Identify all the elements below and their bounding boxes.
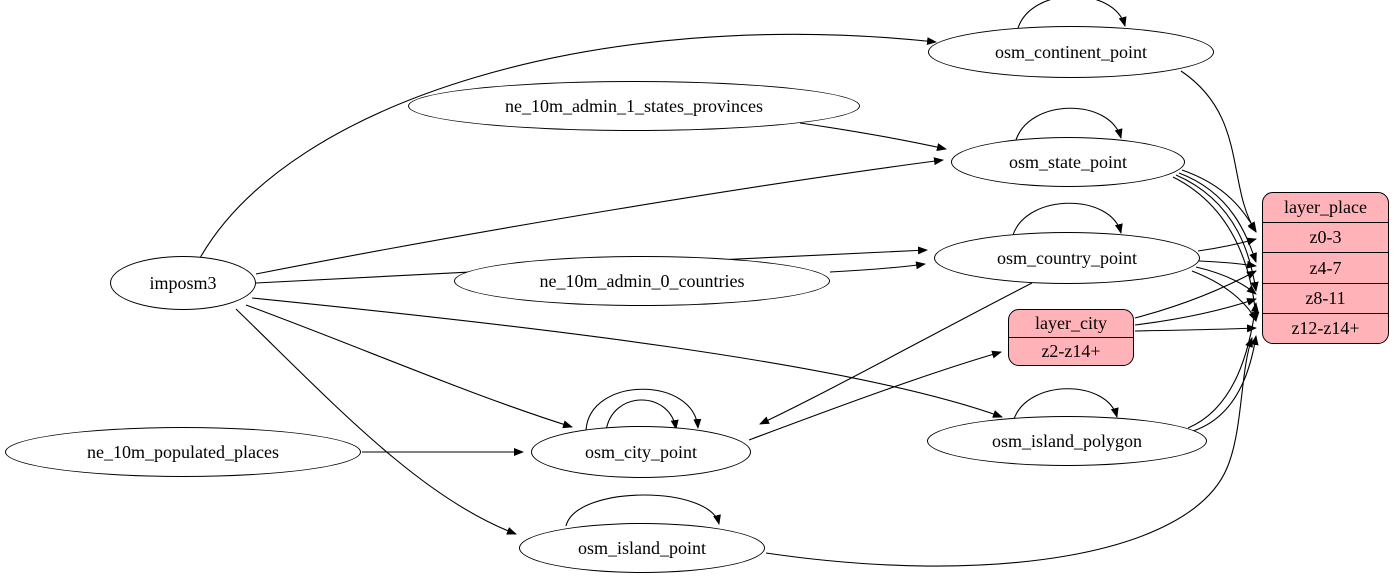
edge-osm_city_point-to-osm_city_point — [585, 388, 702, 431]
node-ne_10m_populated_places: ne_10m_populated_places — [5, 427, 361, 477]
edge-osm_country_point-to-layer_place-z0-3 — [1197, 237, 1257, 252]
node-label: osm_island_polygon — [991, 430, 1142, 451]
edge-layer_city-to-layer_place-z12-z14+ — [1134, 324, 1257, 333]
edge-osm_state_point-to-layer_place-z0-3 — [1181, 169, 1257, 232]
edge-osm_state_point-to-layer_place-z4-7 — [1178, 172, 1257, 263]
node-label: ne_10m_admin_0_countries — [539, 270, 745, 291]
node-label: osm_continent_point — [995, 41, 1147, 62]
record-row-z4-7: z4-7 — [1263, 252, 1388, 282]
edge-ne_10m_admin_1_states_provinces-to-osm_state_point — [799, 122, 947, 151]
edge-imposm3-to-osm_island_point — [235, 308, 517, 535]
edge-imposm3-to-osm_island_polygon — [251, 297, 1003, 418]
edge-osm_island_polygon-to-osm_island_polygon — [1013, 388, 1119, 420]
edge-layer_city-to-layer_place-z8-11 — [1134, 298, 1257, 326]
edge-ne_10m_admin_0_countries-to-osm_country_point — [829, 261, 926, 273]
node-label: ne_10m_populated_places — [87, 441, 279, 462]
edge-imposm3-to-osm_city_point — [245, 304, 573, 429]
edge-osm_island_point-to-osm_island_point — [565, 494, 721, 527]
node-ne_10m_admin_0_countries: ne_10m_admin_0_countries — [454, 256, 830, 306]
record-title-layer_place: layer_place — [1284, 197, 1367, 218]
node-label: osm_state_point — [1009, 151, 1127, 172]
edge-osm_island_point-to-layer_place-z12-z14+ — [765, 337, 1253, 567]
node-label: imposm3 — [149, 272, 217, 293]
node-osm_continent_point: osm_continent_point — [928, 26, 1214, 78]
record-row-z8-11: z8-11 — [1263, 282, 1388, 313]
node-label: osm_country_point — [997, 247, 1137, 268]
record-title-layer_city: layer_city — [1035, 313, 1107, 333]
record-row-z2-z14+: z2-z14+ — [1009, 337, 1133, 365]
node-label: ne_10m_admin_1_states_provinces — [505, 95, 763, 116]
edge-osm_state_point-to-layer_place-z8-11 — [1175, 174, 1259, 292]
edge-imposm3-to-osm_continent_point — [199, 33, 937, 259]
edge-osm_country_point-to-osm_country_point — [1012, 202, 1123, 236]
node-osm_island_point: osm_island_point — [519, 523, 765, 573]
edge-osm_state_point-to-layer_place-z12-z14+ — [1172, 176, 1260, 322]
node-layer_city: layer_city z2-z14+ — [1008, 309, 1134, 366]
edge-imposm3-to-osm_state_point — [255, 157, 944, 275]
node-label: osm_city_point — [585, 441, 697, 462]
edge-osm_country_point-to-layer_place-z8-11 — [1195, 266, 1257, 295]
record-row-z0-3: z0-3 — [1263, 222, 1388, 252]
node-osm_city_point: osm_city_point — [531, 426, 751, 478]
node-osm_island_polygon: osm_island_polygon — [927, 416, 1207, 466]
edge-osm_island_polygon-to-layer_place-z12-z14+ — [1192, 335, 1259, 432]
node-osm_country_point: osm_country_point — [934, 232, 1200, 284]
node-osm_state_point: osm_state_point — [951, 137, 1185, 187]
edge-osm_country_point-to-osm_city_point — [759, 282, 1033, 425]
edge-osm_country_point-to-layer_place-z12-z14+ — [1191, 270, 1257, 322]
edge-osm_continent_point-to-osm_continent_point — [1017, 0, 1127, 29]
edge-osm_city_point-to-layer_city-z2-z14+ — [748, 350, 1002, 441]
edge-osm_state_point-to-osm_state_point — [1015, 107, 1123, 141]
edge-layer_city-to-layer_place-z4-7 — [1134, 270, 1257, 319]
node-label: osm_island_point — [577, 537, 706, 558]
edge-osm_country_point-to-layer_place-z4-7 — [1198, 260, 1257, 269]
edge-osm_city_point-to-osm_city_point-inner — [605, 399, 679, 432]
node-imposm3: imposm3 — [110, 256, 256, 310]
node-ne_10m_admin_1_states_provinces: ne_10m_admin_1_states_provinces — [408, 81, 860, 131]
edge-osm_continent_point-to-layer_place-z0-3 — [1180, 70, 1257, 233]
record-row-z12-z14+: z12-z14+ — [1263, 312, 1388, 343]
